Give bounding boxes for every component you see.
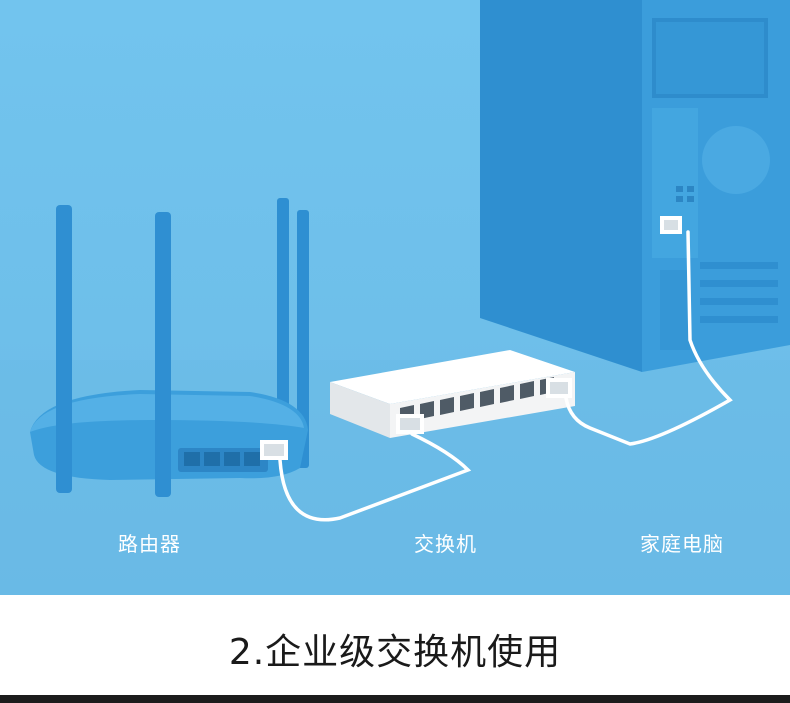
router-icon <box>30 198 309 497</box>
caption-title: 2.企业级交换机使用 <box>228 632 562 673</box>
bottom-divider <box>0 695 790 703</box>
network-illustration: 路由器 交换机 家庭电脑 <box>0 0 790 595</box>
computer-tower-icon <box>480 0 790 372</box>
caption-area <box>0 595 790 695</box>
network-diagram-art <box>0 0 790 595</box>
ethernet-cables <box>278 230 733 522</box>
switch-label: 交换机 <box>414 532 477 556</box>
switch-icon <box>330 350 575 438</box>
computer-label: 家庭电脑 <box>640 532 724 556</box>
router-label: 路由器 <box>118 532 181 556</box>
